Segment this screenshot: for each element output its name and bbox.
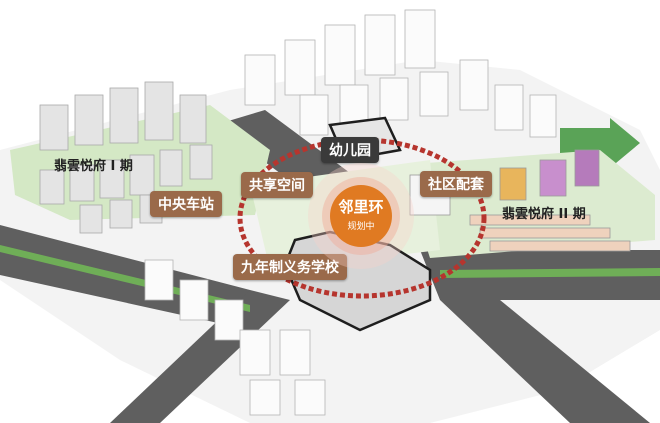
- shared-space-label: 共享空间: [241, 172, 313, 198]
- estate-1-buildings: [39, 81, 213, 234]
- neighbourhood-ring-badge: 邻里环 规划中: [330, 185, 392, 247]
- estate-2-label: 翡雲悦府 II 期: [502, 207, 586, 222]
- road-south-east: [440, 300, 650, 423]
- estate-1-label: 翡雲悦府 I 期: [54, 159, 133, 174]
- kindergarten-label: 幼儿园: [321, 137, 379, 163]
- badge-subtitle: 规划中: [347, 222, 375, 232]
- badge-title: 邻里环: [338, 198, 384, 216]
- school-label: 九年制义务学校: [233, 254, 347, 280]
- road-south-diagonal: [110, 290, 290, 423]
- central-station-label: 中央车站: [150, 191, 222, 217]
- south-buildings: [144, 259, 326, 416]
- green-strip-east: [440, 268, 660, 278]
- community-facilities-label: 社区配套: [420, 171, 492, 197]
- estate-2-buildings: [409, 149, 631, 252]
- north-buildings: [244, 9, 557, 138]
